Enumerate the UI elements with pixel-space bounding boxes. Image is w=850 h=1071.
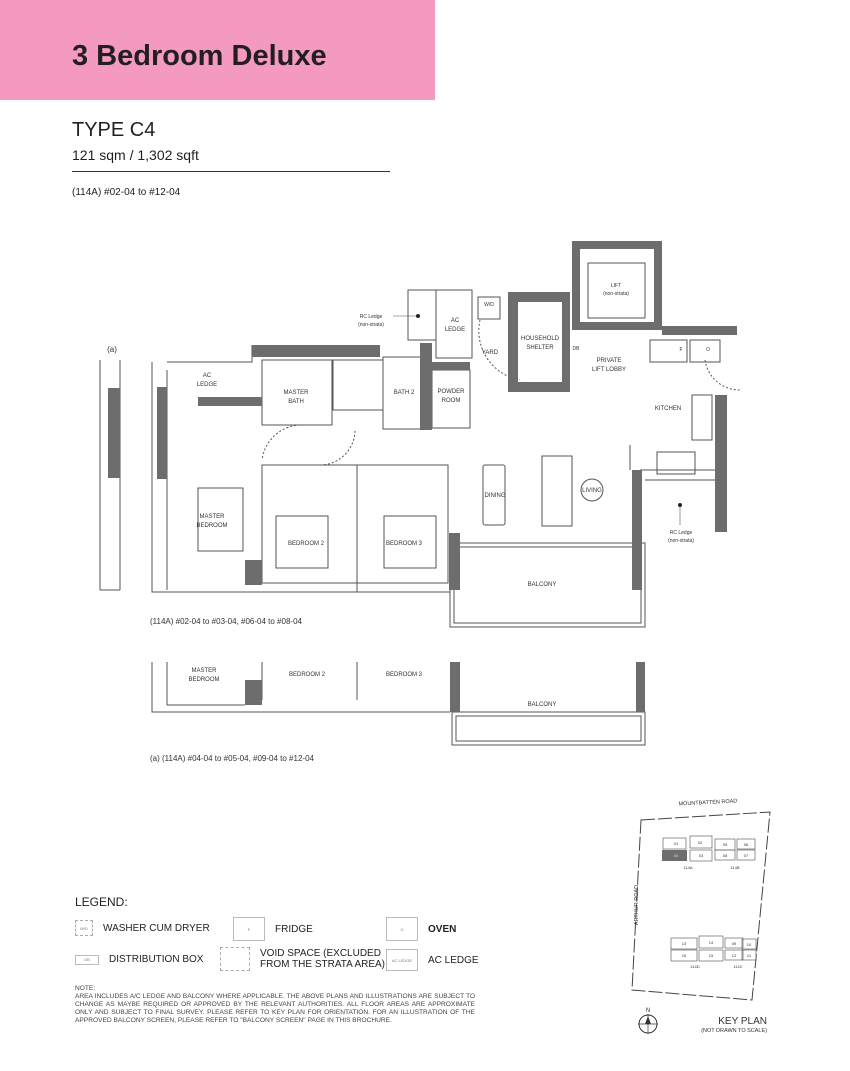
note: NOTE: AREA INCLUDES A/C LEDGE AND BALCON… xyxy=(75,985,475,1025)
legend-item-distribution-box: DB DISTRIBUTION BOX xyxy=(75,954,203,965)
legend-item-oven: O OVEN xyxy=(386,917,456,941)
legend-label: VOID SPACE (EXCLUDED FROM THE STRATA ARE… xyxy=(260,948,386,970)
label-dining: DINING xyxy=(485,493,506,499)
highlighted-unit xyxy=(662,850,687,861)
label-wd: W/D xyxy=(484,302,494,308)
key-unit: 07 xyxy=(744,853,749,858)
alt-label-master-bedroom: MASTER xyxy=(191,668,217,674)
key-block-name: 114A xyxy=(683,865,692,870)
key-unit: 06 xyxy=(744,842,749,847)
label-private-lift-lobby: PRIVATE xyxy=(597,358,622,364)
key-unit: 15 xyxy=(709,953,714,958)
key-plan-subtitle: (NOT DRAWN TO SCALE) xyxy=(701,1028,767,1034)
legend-title: LEGEND: xyxy=(75,895,128,909)
label-ac-ledge-yard-2: LEDGE xyxy=(445,327,465,333)
key-plan-title: KEY PLAN xyxy=(718,1016,767,1027)
label-rc-ledge: RC Ledge xyxy=(360,314,383,320)
label-lift-2: (non-strata) xyxy=(603,291,629,297)
key-unit: 05 xyxy=(723,842,728,847)
legend-label: FRIDGE xyxy=(275,923,313,935)
label-balcony: BALCONY xyxy=(528,582,557,588)
divider xyxy=(72,171,390,172)
label-rc-ledge-2nd-2: (non-strata) xyxy=(668,538,694,544)
north-label: N xyxy=(646,1008,650,1014)
header-banner: 3 Bedroom Deluxe xyxy=(0,0,435,100)
label-lift: LIFT xyxy=(611,283,621,289)
key-unit: 13 xyxy=(682,941,687,946)
alt-label-master-bedroom-2: BEDROOM xyxy=(188,677,219,683)
note-title: NOTE: xyxy=(75,985,96,992)
ac-ledge-icon: AC LEDGE xyxy=(386,949,418,971)
room-labels: (a) AC LEDGE MASTER BATH BATH 2 POWDER R… xyxy=(107,283,710,763)
note-text: AREA INCLUDES A/C LEDGE AND BALCONY WHER… xyxy=(75,993,475,1024)
label-kitchen: KITCHEN xyxy=(655,406,681,412)
label-living: LIVING xyxy=(582,488,602,494)
alt-label-balcony: BALCONY xyxy=(528,702,557,708)
unit-type: TYPE C4 xyxy=(72,119,156,141)
key-unit: 02 xyxy=(698,840,703,845)
label-rc-ledge-2nd: RC Ledge xyxy=(670,530,693,536)
legend-item-fridge: F FRIDGE xyxy=(233,917,313,941)
legend-label: AC LEDGE xyxy=(428,954,479,966)
oven-icon: O xyxy=(386,917,418,941)
key-unit: 14 xyxy=(709,940,714,945)
label-powder-room: POWDER xyxy=(438,389,466,395)
road-arthur: ARTHUR ROAD xyxy=(634,885,640,925)
label-bedroom-3: BEDROOM 3 xyxy=(386,541,423,547)
key-plan: MOUNTBATTEN ROAD ARTHUR ROAD 01 02 04 03… xyxy=(631,798,771,1034)
key-unit: 04 xyxy=(674,853,679,858)
legend-item-washer: W/D WASHER CUM DRYER xyxy=(75,920,210,936)
label-bath-2: BATH 2 xyxy=(394,390,415,396)
legend-label: WASHER CUM DRYER xyxy=(103,922,210,934)
label-fridge: F xyxy=(679,347,682,353)
key-block-name: 114D xyxy=(690,964,699,969)
label-oven: O xyxy=(706,347,710,353)
legend-label: DISTRIBUTION BOX xyxy=(109,954,204,965)
distribution-box-icon: DB xyxy=(75,954,99,965)
alt-plan-caption: (a) (114A) #04-04 to #05-04, #09-04 to #… xyxy=(150,754,315,763)
key-block-name: 114B xyxy=(730,865,739,870)
label-household-shelter-2: SHELTER xyxy=(526,345,554,351)
label-master-bedroom-2: BEDROOM xyxy=(196,523,227,529)
key-unit: 09 xyxy=(732,941,737,946)
washer-dryer-icon: W/D xyxy=(75,920,93,936)
key-unit: 11 xyxy=(747,953,752,958)
label-bedroom-2: BEDROOM 2 xyxy=(288,541,325,547)
legend-label: OVEN xyxy=(428,923,457,935)
page-title: 3 Bedroom Deluxe xyxy=(72,40,327,72)
key-block-name: 114C xyxy=(733,964,742,969)
key-unit: 16 xyxy=(682,953,687,958)
void-space-icon xyxy=(220,947,250,971)
label-ac-ledge: AC xyxy=(203,373,212,379)
label-ac-ledge-2: LEDGE xyxy=(197,382,217,388)
plan-caption: (114A) #02-04 to #03-04, #06-04 to #08-0… xyxy=(150,617,303,626)
label-powder-room-2: ROOM xyxy=(442,398,461,404)
road-mountbatten: MOUNTBATTEN ROAD xyxy=(678,798,737,807)
alt-label-bedroom-3: BEDROOM 3 xyxy=(386,672,423,678)
unit-applies-to: (114A) #02-04 to #12-04 xyxy=(72,187,181,198)
key-unit: 08 xyxy=(723,853,728,858)
label-ac-ledge-yard: AC xyxy=(451,318,460,324)
fridge-icon: F xyxy=(233,917,265,941)
plan-walls xyxy=(108,241,737,712)
key-unit: 10 xyxy=(747,942,752,947)
label-db: DB xyxy=(573,346,581,352)
label-yard: YARD xyxy=(482,350,499,356)
legend-item-void-space: VOID SPACE (EXCLUDED FROM THE STRATA ARE… xyxy=(220,947,385,971)
key-unit: 03 xyxy=(699,853,704,858)
label-household-shelter: HOUSEHOLD xyxy=(521,336,560,342)
label-master-bedroom: MASTER xyxy=(199,514,225,520)
label-master-bath: MASTER xyxy=(283,390,309,396)
unit-area: 121 sqm / 1,302 sqft xyxy=(72,147,199,163)
north-compass-icon: N xyxy=(638,1008,658,1034)
label-master-bath-2: BATH xyxy=(288,399,304,405)
key-unit: 12 xyxy=(732,953,737,958)
legend-item-ac-ledge: AC LEDGE AC LEDGE xyxy=(386,949,479,971)
key-unit: 01 xyxy=(674,841,679,846)
a-marker: (a) xyxy=(107,345,117,354)
alt-label-bedroom-2: BEDROOM 2 xyxy=(289,672,326,678)
label-private-lift-lobby-2: LIFT LOBBY xyxy=(592,367,626,373)
label-rc-ledge-2: (non-strata) xyxy=(358,322,384,328)
